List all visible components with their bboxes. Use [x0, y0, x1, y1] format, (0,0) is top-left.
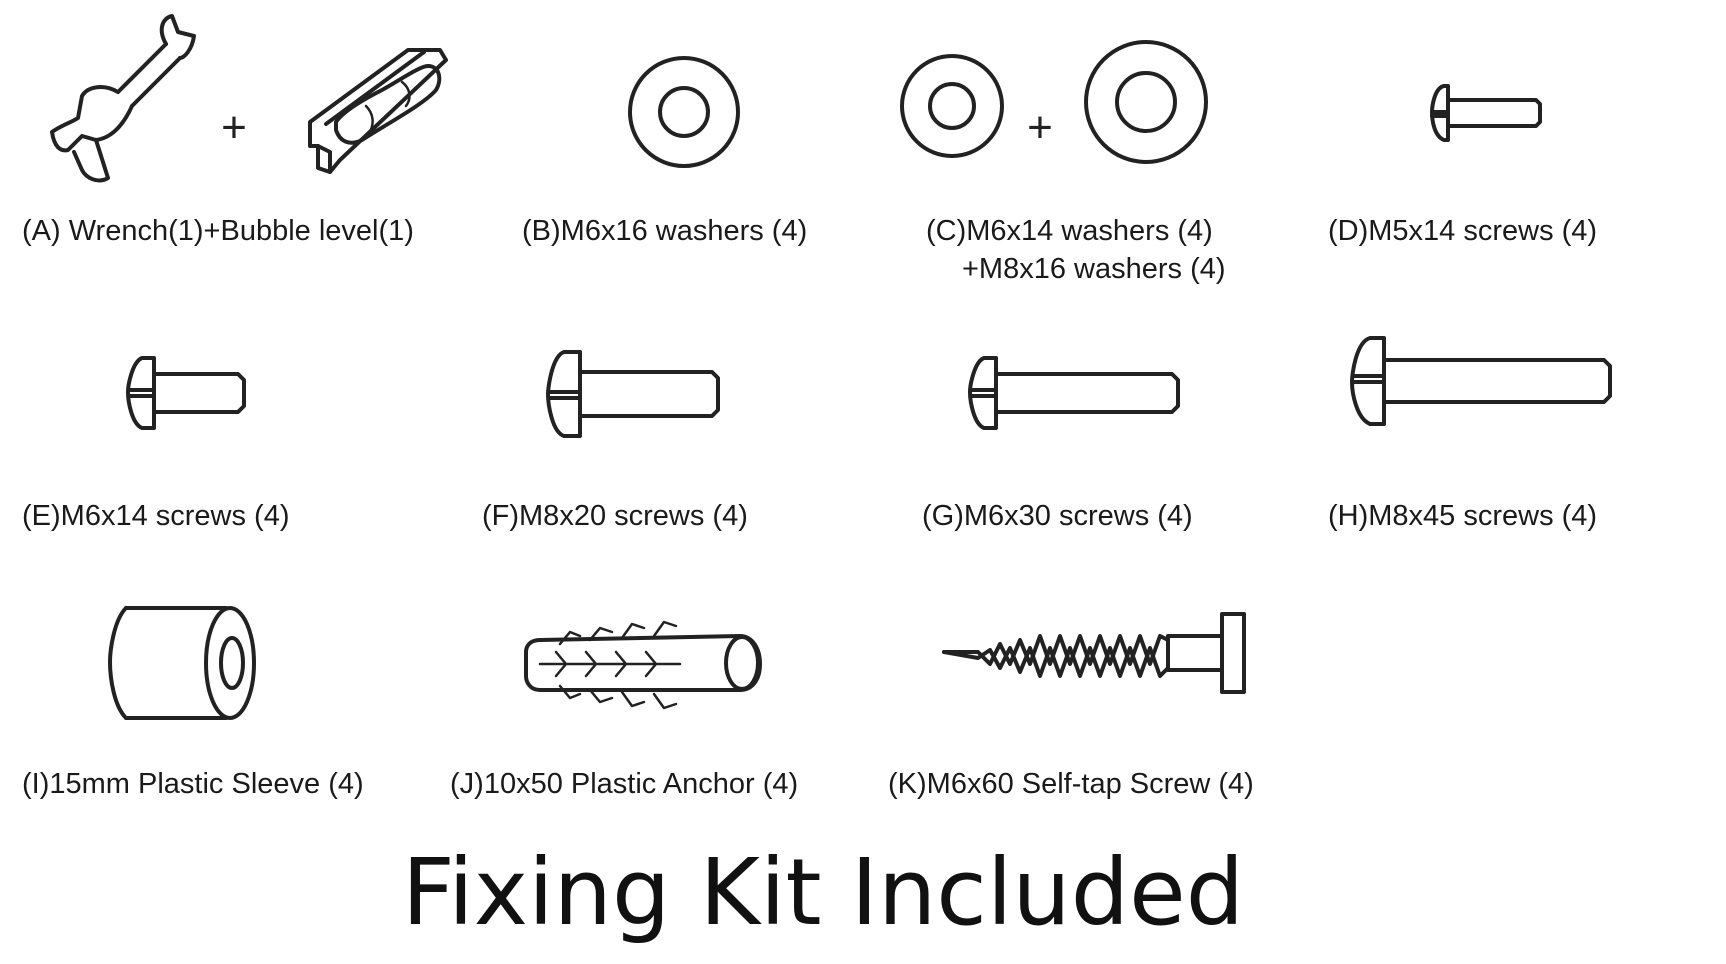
label-e: (E)M6x14 screws (4)	[22, 500, 290, 532]
washer-icon	[628, 56, 740, 168]
self-tap-screw-icon	[942, 612, 1246, 694]
screw-icon	[546, 350, 720, 438]
label-g: (G)M6x30 screws (4)	[922, 500, 1193, 532]
page-title-text: Fixing Kit Included	[401, 839, 1245, 946]
washer-icon	[1084, 40, 1208, 164]
plus-sign-c: +	[1027, 103, 1053, 152]
label-i: (I)15mm Plastic Sleeve (4)	[22, 768, 364, 800]
label-k: (K)M6x60 Self-tap Screw (4)	[888, 768, 1254, 800]
screw-icon	[126, 356, 246, 430]
page-title: Fixing Kit Included	[0, 838, 1726, 948]
label-d: (D)M5x14 screws (4)	[1328, 215, 1598, 247]
wrench-icon	[50, 14, 196, 183]
screw-icon	[1430, 84, 1542, 142]
plastic-anchor-icon	[524, 620, 762, 710]
screw-icon	[1350, 336, 1612, 426]
screw-icon	[968, 356, 1180, 430]
label-c-line2: +M8x16 washers (4)	[962, 253, 1226, 285]
label-j: (J)10x50 Plastic Anchor (4)	[450, 768, 799, 800]
label-h: (H)M8x45 screws (4)	[1328, 500, 1598, 532]
label-a: (A) Wrench(1)+Bubble level(1)	[22, 215, 414, 247]
plastic-sleeve-icon	[108, 606, 256, 720]
label-c-line1: (C)M6x14 washers (4)	[926, 215, 1213, 247]
plus-sign-a: +	[221, 103, 247, 152]
washer-icon	[900, 54, 1004, 158]
label-f: (F)M8x20 screws (4)	[482, 500, 748, 532]
bubble-level-icon	[308, 48, 448, 174]
label-b: (B)M6x16 washers (4)	[522, 215, 808, 247]
